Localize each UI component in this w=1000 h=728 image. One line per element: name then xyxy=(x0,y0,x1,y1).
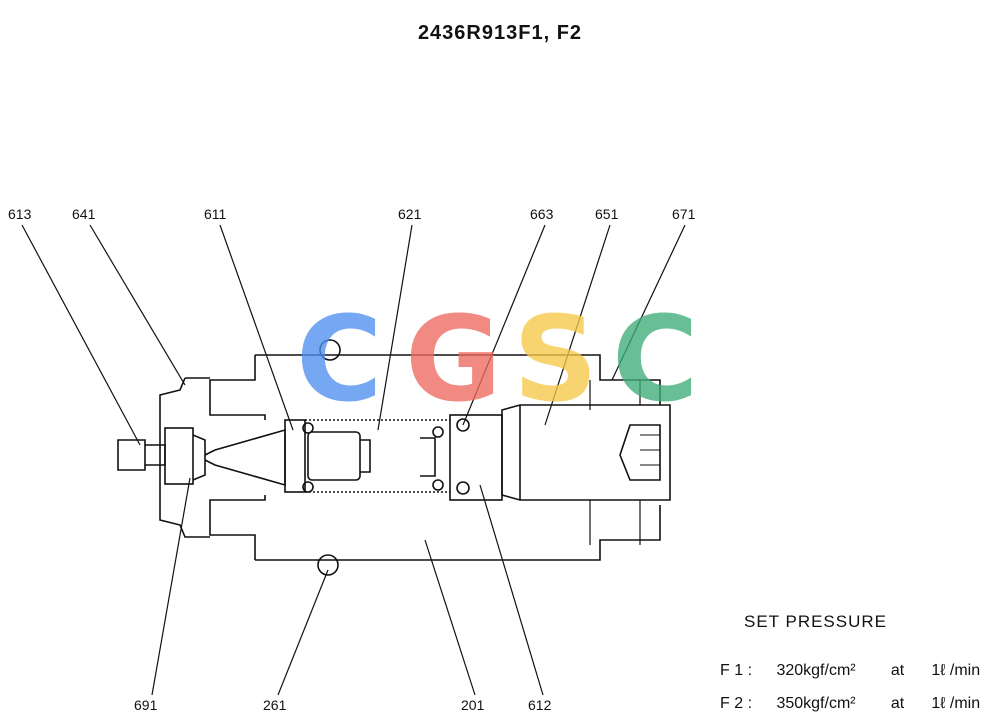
screw-613 xyxy=(117,439,166,471)
label-651: 651 xyxy=(595,206,619,222)
row-key: F 1 : xyxy=(720,662,753,679)
set-pressure-row-f1: F 1 : 320kgf/cm² at 1ℓ /min xyxy=(720,662,980,680)
diagram-title: 2436R913F1, F2 xyxy=(417,22,583,44)
label-613: 613 xyxy=(8,206,32,222)
oring-top xyxy=(319,339,341,361)
nut-691 xyxy=(164,427,194,485)
watermark-letter-3: S xyxy=(513,290,598,428)
row-value: 350kgf/cm² xyxy=(776,695,856,712)
label-663: 663 xyxy=(530,206,554,222)
row-flow: 1ℓ /min xyxy=(931,695,981,712)
spring-chamber xyxy=(305,419,450,493)
body-outline xyxy=(209,354,661,561)
watermark-letter-1: C xyxy=(296,290,383,428)
label-261: 261 xyxy=(263,697,287,713)
cap-641 xyxy=(159,377,210,538)
row-flow: 1ℓ /min xyxy=(931,662,981,679)
row-key: F 2 : xyxy=(720,695,753,712)
label-612: 612 xyxy=(528,697,552,713)
row-at: at xyxy=(890,695,905,712)
row-at: at xyxy=(890,662,905,679)
set-pressure-title: SET PRESSURE xyxy=(744,612,888,631)
set-pressure-row-f2: F 2 : 350kgf/cm² at 1ℓ /min xyxy=(720,695,980,713)
label-611: 611 xyxy=(204,206,227,222)
piston-611 xyxy=(284,419,306,493)
hex-671 xyxy=(589,380,641,545)
label-641: 641 xyxy=(72,206,96,222)
label-201: 201 xyxy=(461,697,485,713)
poppet-cone xyxy=(204,428,286,487)
label-671: 671 xyxy=(672,206,696,222)
label-691: 691 xyxy=(134,697,158,713)
watermark-letter-2: G xyxy=(405,290,502,428)
spring-621 xyxy=(307,431,361,481)
label-621: 621 xyxy=(398,206,422,222)
oring-261 xyxy=(317,554,339,576)
watermark-letter-4: C xyxy=(612,290,699,428)
row-value: 320kgf/cm² xyxy=(776,662,856,679)
